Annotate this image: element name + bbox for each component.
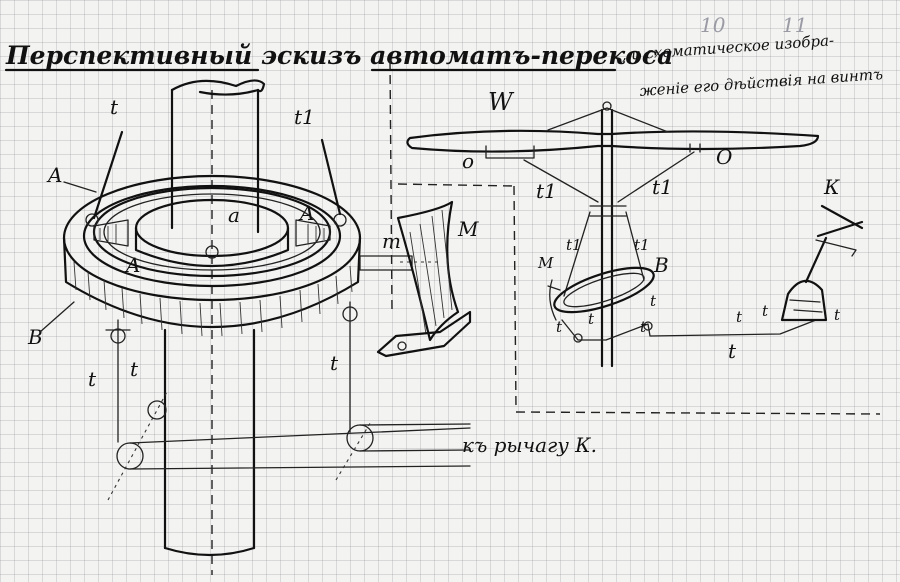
label-t: t <box>130 357 139 381</box>
label-t: t <box>556 318 563 336</box>
shaft-upper <box>170 88 260 234</box>
title-line-2: , и схематическое изобра- <box>621 31 835 64</box>
label-B: B <box>653 253 669 277</box>
label-A: A <box>46 163 62 187</box>
outer-ring-inner-edge <box>82 184 342 288</box>
label-t: t <box>650 292 657 310</box>
label-o: o <box>462 149 474 173</box>
title-line-3: женіе его дѣйствія на винтъ <box>639 65 884 100</box>
label-t1: t <box>110 95 119 119</box>
label-t1: t1 <box>652 175 673 199</box>
inner-collar-body <box>134 226 290 268</box>
rod-right-pin <box>342 306 358 322</box>
page-number: 10 <box>700 13 726 37</box>
label-t: t <box>728 339 737 363</box>
blade-hinge-right <box>689 143 701 153</box>
curved-guide-M <box>396 200 460 342</box>
middle-ring-inner <box>103 193 321 271</box>
pin-m <box>359 255 413 271</box>
hub-collar <box>589 205 627 217</box>
control-cables <box>129 423 471 470</box>
label-K: К <box>823 175 840 199</box>
rod-left-pin <box>110 328 126 344</box>
lever-K <box>804 204 864 284</box>
outer-ring-body <box>62 236 362 328</box>
label-W: W <box>488 88 515 116</box>
divider-vertical <box>513 185 517 411</box>
label-O: O <box>716 145 732 169</box>
left-trunnion-hatch <box>99 224 117 244</box>
heading: Перспективный эскизъ автоматъ-перекоса ,… <box>4 31 884 100</box>
rotor-blades <box>406 129 820 153</box>
label-t: t <box>330 351 339 375</box>
cable-t1-right <box>320 138 342 216</box>
divider-horizontal <box>397 183 516 187</box>
guide-line <box>335 419 373 481</box>
divider-vertical <box>389 59 393 311</box>
shaft-top-break <box>170 79 266 96</box>
swash-plate <box>553 266 655 314</box>
label-t: t <box>88 367 97 391</box>
label-t1: t1 <box>536 179 557 203</box>
guide-base <box>376 310 472 358</box>
label-t: t <box>834 306 841 324</box>
lever-K-grip <box>815 239 857 257</box>
page-number: 11 <box>782 13 807 37</box>
label-t: t <box>640 318 647 336</box>
label-A: A <box>124 253 140 277</box>
label-A: A <box>298 201 314 225</box>
guide-hatching <box>409 209 453 335</box>
label-M: M <box>457 217 479 241</box>
collar-bolt <box>205 245 219 259</box>
label-t1: t1 <box>294 105 315 129</box>
left-trunnion <box>93 219 129 247</box>
blade-hinge-left <box>485 145 535 159</box>
rotor-schematic: W o O t1 t1 t1 t1 M B К t <box>406 88 864 368</box>
pivot-bolt-right <box>333 213 347 227</box>
pulley-left <box>116 442 144 470</box>
label-a: a <box>228 203 240 227</box>
pulley-right <box>346 424 374 452</box>
leader-line <box>39 301 75 333</box>
label-t1: t1 <box>566 236 582 254</box>
guide-M-small <box>547 279 561 321</box>
cables-t1-upper <box>523 151 695 203</box>
swash-plate-inner <box>563 272 645 308</box>
rotor-mast <box>600 108 614 368</box>
label-B: B <box>27 325 43 349</box>
label-t: t <box>588 310 595 328</box>
ring-hatching <box>73 261 353 337</box>
lever-base-hatch <box>789 299 823 313</box>
rod-left <box>105 319 131 443</box>
leader-line <box>63 181 97 193</box>
pivot-bolt-left <box>85 213 99 227</box>
mast-top <box>602 101 612 111</box>
base-bolt <box>397 341 407 351</box>
shaft-bottom <box>163 546 256 557</box>
title-line-1: Перспективный эскизъ автоматъ-перекоса <box>5 41 673 70</box>
mast-stays <box>547 107 669 133</box>
perspective-sketch: t t1 A A A a B m M t t t къ рычагу К. <box>27 79 597 575</box>
right-trunnion-hatch <box>307 224 325 244</box>
pulley-mid <box>147 400 167 420</box>
shaft-lower <box>163 328 256 550</box>
label-t: t <box>736 308 743 326</box>
joint <box>643 321 653 331</box>
joint <box>573 333 583 343</box>
label-M: M <box>537 254 554 272</box>
linkage-rods <box>561 319 817 341</box>
caption-to-lever-K: къ рычагу К. <box>462 433 597 457</box>
label-t1: t1 <box>634 236 650 254</box>
divider-horizontal <box>515 411 881 415</box>
right-trunnion <box>295 219 331 247</box>
label-t: t <box>762 302 769 320</box>
cable-t1-left <box>92 130 124 220</box>
